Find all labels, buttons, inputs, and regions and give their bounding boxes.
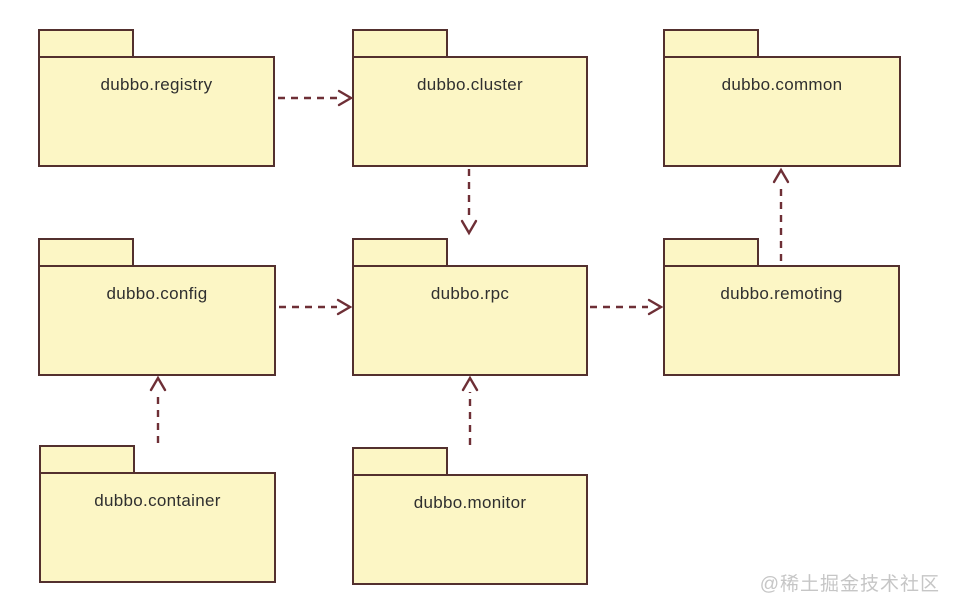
package-label: dubbo.config [106,284,208,303]
package-label: dubbo.container [94,491,221,510]
package-body: dubbo.remoting [663,265,900,376]
package-body: dubbo.common [663,56,901,167]
package-tab [352,29,448,58]
package-body: dubbo.container [39,472,276,583]
package-tab [39,445,135,474]
watermark-text: @稀土掘金技术社区 [759,574,940,595]
arrow-monitor-to-rpc [461,375,479,445]
package-label: dubbo.monitor [413,493,527,512]
package-tab [352,447,448,476]
package-tab [663,238,759,267]
package-dubbo-container: dubbo.container [39,445,276,583]
arrow-cluster-to-rpc [460,169,478,236]
package-dubbo-common: dubbo.common [663,29,901,167]
package-body: dubbo.rpc [352,265,588,376]
package-dubbo-registry: dubbo.registry [38,29,275,167]
package-label: dubbo.rpc [430,284,510,303]
package-label: dubbo.registry [100,75,213,94]
package-body: dubbo.registry [38,56,275,167]
package-label: dubbo.remoting [720,284,843,303]
package-body: dubbo.monitor [352,474,588,585]
arrow-registry-to-cluster [278,89,354,107]
package-dubbo-monitor: dubbo.monitor [352,447,588,585]
package-tab [663,29,759,58]
package-label: dubbo.cluster [417,75,523,94]
package-tab [38,29,134,58]
package-tab [352,238,448,267]
package-body: dubbo.config [38,265,276,376]
arrow-config-to-rpc [279,298,353,316]
arrow-rpc-to-remoting [590,298,664,316]
package-label: dubbo.common [721,75,843,94]
package-dubbo-rpc: dubbo.rpc [352,238,588,376]
package-dubbo-cluster: dubbo.cluster [352,29,588,167]
package-tab [38,238,134,267]
arrow-container-to-config [149,375,167,443]
package-dubbo-config: dubbo.config [38,238,276,376]
package-dubbo-remoting: dubbo.remoting [663,238,900,376]
package-body: dubbo.cluster [352,56,588,167]
